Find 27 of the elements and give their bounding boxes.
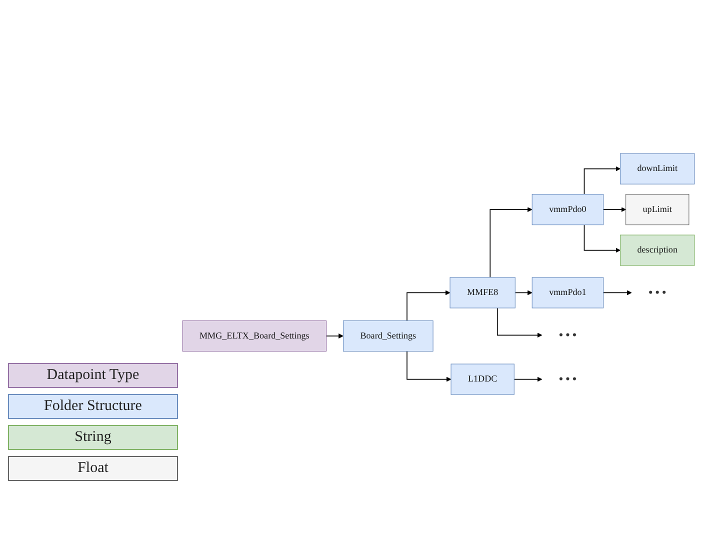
node-text: • • •: [558, 372, 576, 386]
node-text: • • •: [648, 286, 666, 299]
arrow: [584, 166, 620, 194]
legend-swatch: Datapoint Type: [8, 363, 178, 388]
node-box: vmmPdo1: [532, 276, 604, 308]
arrow: [406, 350, 452, 382]
node-box: L1DDC: [450, 363, 514, 394]
arrow: [326, 333, 344, 338]
node-box: Board_Settings: [342, 320, 434, 352]
arrow: [406, 290, 450, 321]
arrow: [584, 224, 620, 252]
arrow: [602, 206, 626, 212]
legend-swatch: Float: [8, 456, 178, 481]
arrow: [496, 307, 542, 338]
node-text: • • •: [558, 328, 576, 341]
arrow: [490, 206, 532, 278]
legend-swatch: String: [8, 425, 178, 450]
node-box: vmmPdo0: [532, 194, 604, 225]
node-box: upLimit: [626, 194, 690, 225]
node-box: MMFE8: [450, 276, 516, 308]
legend-swatch: Folder Structure: [8, 394, 178, 419]
node-box: description: [620, 234, 695, 266]
arrow: [514, 376, 542, 382]
arrow: [514, 290, 532, 295]
node-box: downLimit: [620, 152, 695, 184]
arrow: [602, 290, 632, 295]
node-box: MMG_ELTX_Board_Settings: [182, 320, 327, 352]
